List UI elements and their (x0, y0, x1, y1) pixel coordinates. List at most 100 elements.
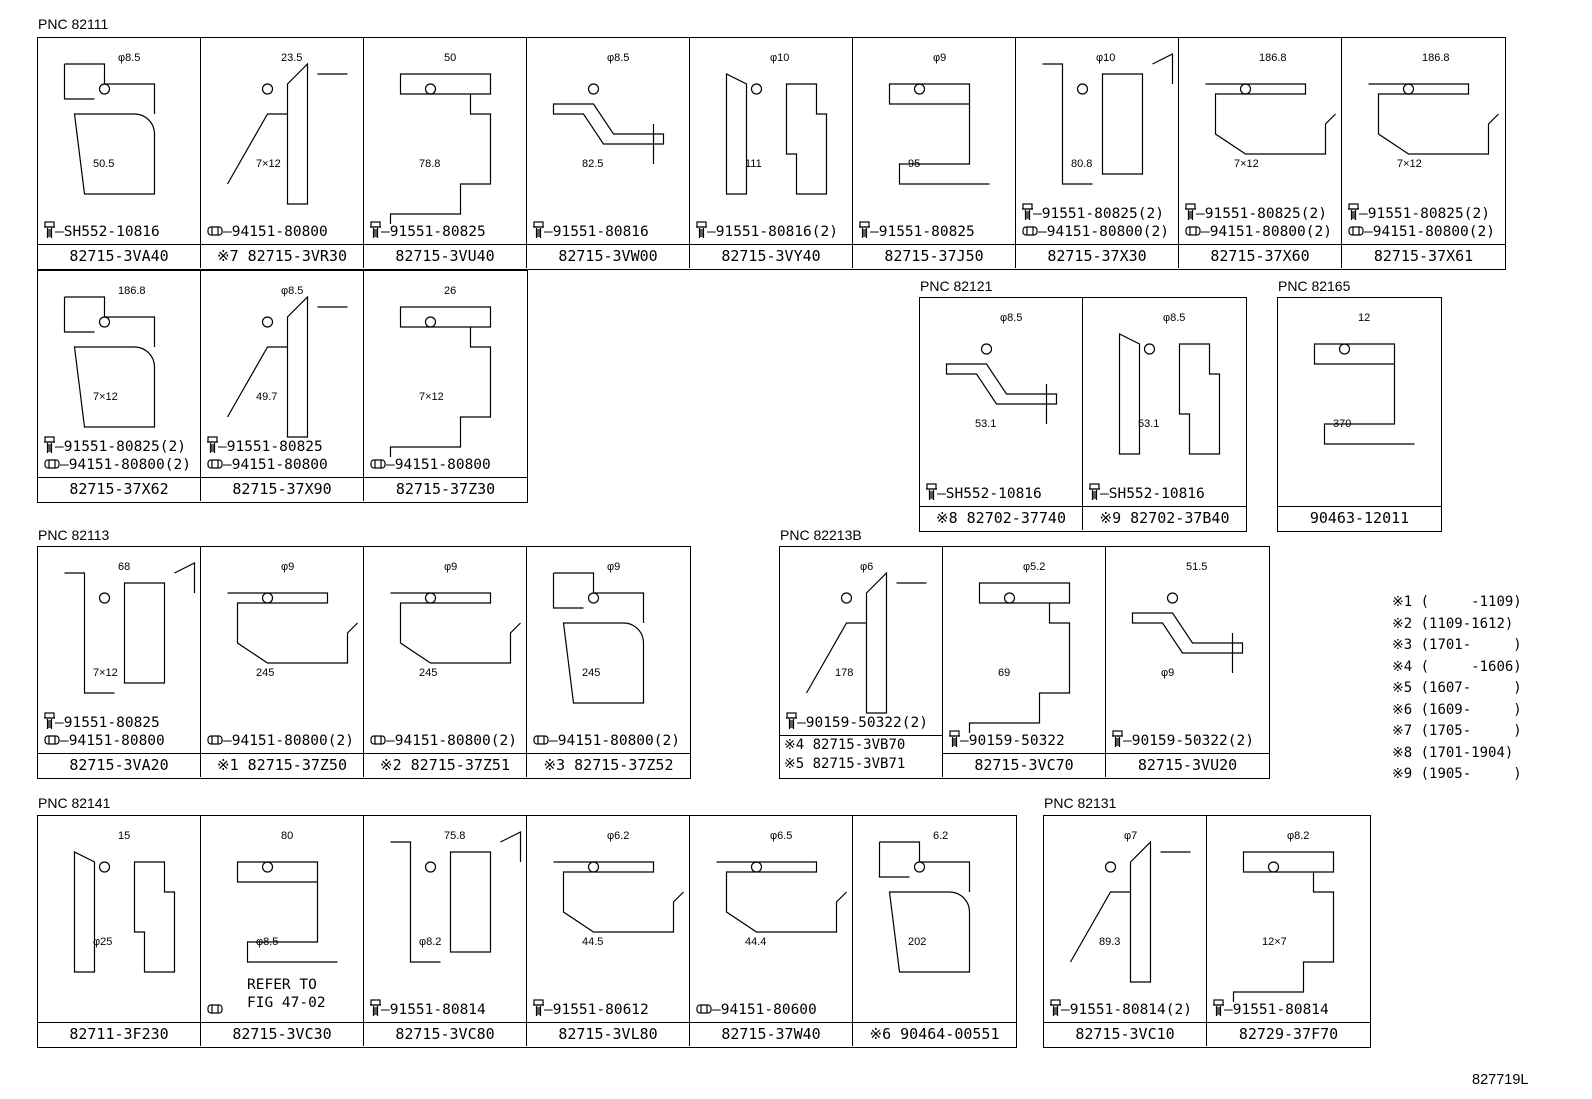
dimension-label: 95 (908, 158, 921, 170)
fastener-number: —91551-80825(2) (55, 439, 186, 455)
bolt-fastener: —SH552-10816 (926, 483, 1042, 502)
bracket-drawing (227, 592, 358, 664)
fastener-number: —91551-80825(2) (1033, 206, 1164, 222)
dimension-label: 26 (444, 285, 457, 297)
part-number-text: 82715-3VU20 (1137, 756, 1238, 774)
nut-icon (207, 226, 223, 236)
part-number: 82715-3VU40 (364, 244, 526, 268)
bracket-drawing (236, 861, 338, 963)
bolt-fastener: —91551-80825 (207, 436, 323, 455)
bracket-drawing (1232, 851, 1335, 1002)
dimension-label: φ9 (1161, 667, 1175, 679)
part-number-text: 82715-3VL80 (558, 1025, 658, 1043)
date-range-note: ※3 (1701- ) (1392, 637, 1522, 653)
part-number-text: 82715-37X60 (1210, 247, 1310, 265)
dimension-label: 178 (835, 667, 854, 679)
part-number: 82715-37X90 (201, 477, 363, 501)
dimension-label: 111 (745, 158, 762, 170)
bolt-icon (1022, 203, 1033, 220)
diagram-id: 827719L (1472, 1072, 1529, 1088)
part-number-text: 82715-37X61 (1373, 247, 1474, 265)
bracket-drawing (1205, 83, 1336, 155)
bolt-icon (1185, 203, 1196, 220)
part-number: ※8 82702-37740 (920, 506, 1082, 530)
bolt-fastener: —91551-80825(2) (44, 436, 186, 455)
part-number: 82715-37W40 (690, 1022, 852, 1046)
part-number: 82715-3VW00 (527, 244, 689, 268)
part-number: 82715-3VC80 (364, 1022, 526, 1046)
part-number: 90463-12011 (1278, 506, 1441, 530)
bracket-drawing (226, 295, 348, 438)
nut-fastener: —94151-80800 (370, 458, 491, 473)
pnc-label: PNC 82141 (38, 795, 111, 811)
nut-fastener: —94151-80800(2) (1022, 225, 1169, 240)
bolt-fastener: —91551-80814(2) (1050, 999, 1192, 1018)
part-number: 82711-3F230 (38, 1022, 200, 1046)
dimension-label: 44.4 (745, 936, 767, 948)
part-number: ※6 90464-00551 (853, 1022, 1016, 1046)
bolt-fastener: —91551-80825(2) (1348, 203, 1490, 222)
bolt-icon (1348, 203, 1359, 220)
date-range-note: ※8 (1701-1904) (1392, 744, 1514, 761)
pnc-label: PNC 82111 (38, 16, 109, 32)
nut-icon (370, 735, 386, 745)
part-number-text: 82715-37X30 (1047, 247, 1147, 265)
bolt-icon (696, 221, 707, 238)
dimension-label: 202 (908, 936, 927, 948)
part-number-text: ※8 82702-37740 (936, 509, 1066, 527)
part-number: 82715-3VU20 (1106, 753, 1269, 777)
date-range-note: ※5 (1607- ) (1392, 680, 1522, 696)
bolt-icon (370, 221, 381, 238)
dimension-label: φ8.2 (419, 936, 442, 948)
dimension-label: φ10 (1096, 52, 1116, 64)
dimension-label: 50.5 (93, 158, 115, 170)
bolt-fastener: —91551-80825 (370, 221, 486, 240)
fastener-number: —91551-80814(2) (1061, 1002, 1192, 1018)
dimension-label: 75.8 (444, 830, 466, 842)
dimension-label: φ6.5 (770, 830, 793, 842)
part-number: 82715-3VY40 (690, 244, 852, 268)
bolt-icon (1050, 999, 1061, 1016)
pnc-label: PNC 82131 (1044, 795, 1117, 811)
nut-icon (44, 735, 60, 745)
nut-icon (1022, 226, 1038, 236)
bolt-fastener: —91551-80816(2) (696, 221, 838, 240)
nut-fastener: —94151-80800 (207, 225, 328, 240)
dimension-label: 78.8 (419, 158, 441, 170)
bolt-icon (44, 712, 55, 729)
dimension-label: 12 (1358, 312, 1371, 324)
bracket-drawing (553, 861, 684, 933)
